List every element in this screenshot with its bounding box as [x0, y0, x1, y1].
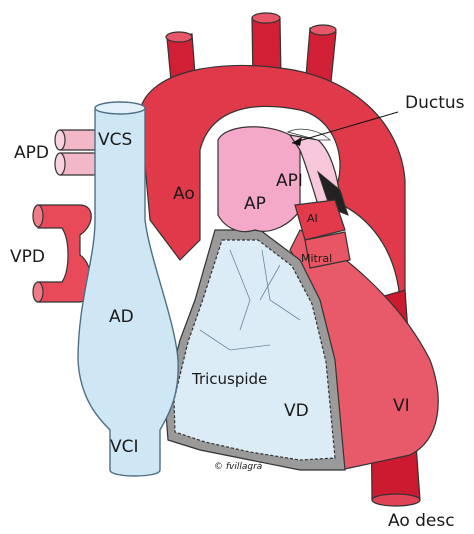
label-ai: AI [307, 212, 318, 225]
left-atrium [294, 199, 351, 269]
label-vci: VCI [110, 437, 139, 457]
vena-cava-right-atrium [77, 101, 179, 477]
label-api: API [276, 171, 303, 191]
label-vi: VI [393, 396, 410, 416]
right-ventricle [164, 229, 346, 471]
label-tricuspide: Tricuspide [191, 370, 267, 388]
pulmonary-artery [217, 126, 349, 233]
ductus-pointer [291, 111, 399, 146]
label-ap: AP [244, 194, 266, 214]
right-pulmonary-veins [32, 204, 92, 303]
label-ductus: Ductus [405, 93, 465, 113]
label-vd: VD [284, 401, 309, 421]
label-vcs: VCS [98, 130, 132, 150]
label-apd: APD [14, 143, 49, 163]
label-ao: Ao [173, 184, 195, 204]
aorta-body [139, 12, 439, 507]
label-mitral: Mitral [301, 252, 332, 265]
label-credit: © fvillagrá [214, 462, 263, 472]
label-ad: AD [109, 307, 134, 327]
label-ao-desc: Ao desc [388, 511, 455, 531]
label-vpd: VPD [10, 247, 45, 267]
